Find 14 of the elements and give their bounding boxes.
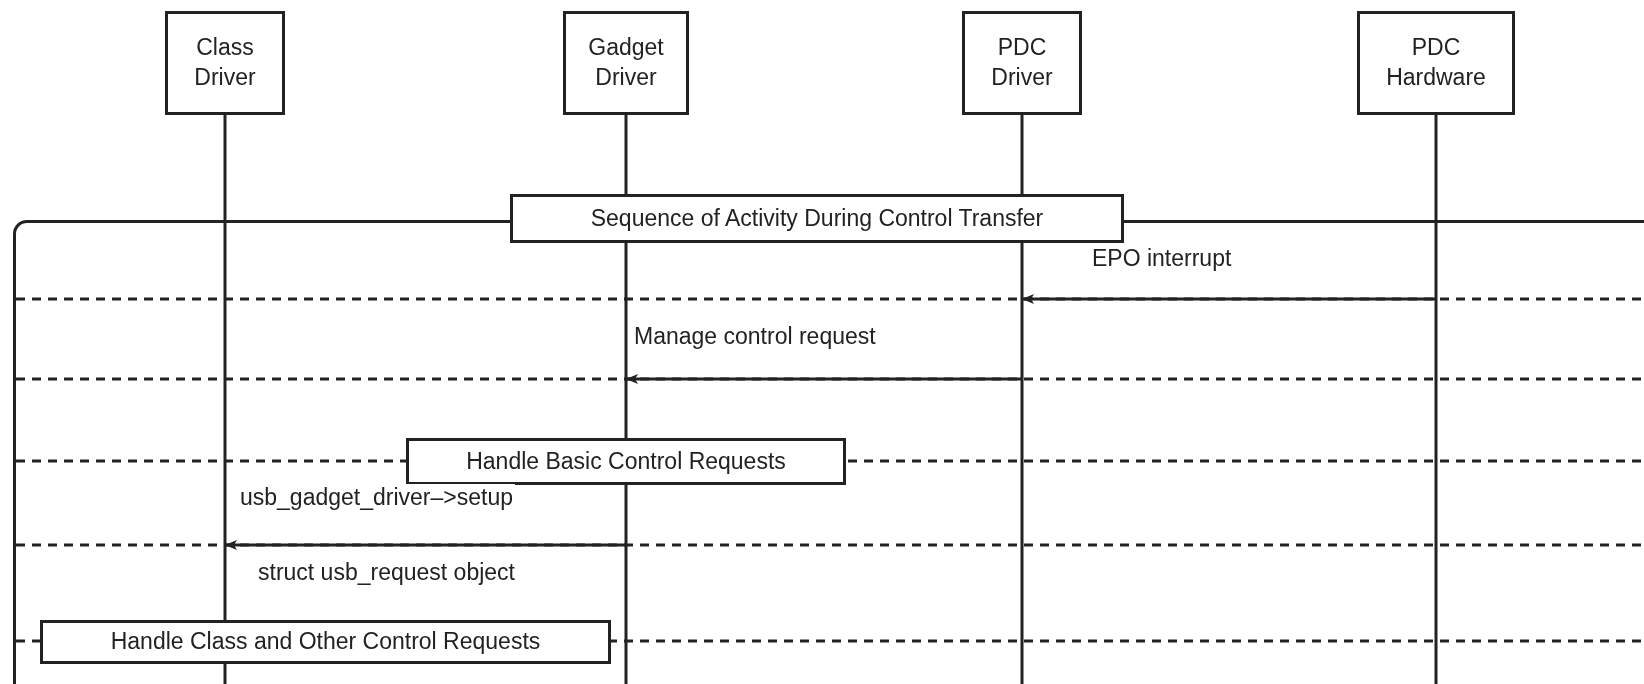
note-box: Handle Basic Control Requests	[406, 438, 846, 485]
message-label: struct usb_request object	[256, 559, 517, 586]
participant-box: PDC Driver	[962, 11, 1082, 115]
participant-box: Gadget Driver	[563, 11, 689, 115]
message-arrow	[225, 540, 626, 550]
message-arrow	[626, 374, 1022, 384]
participant-box: PDC Hardware	[1357, 11, 1515, 115]
note-box: Handle Class and Other Control Requests	[40, 620, 611, 664]
participant-box: Class Driver	[165, 11, 285, 115]
message-arrow	[1022, 294, 1436, 304]
frame-title: Sequence of Activity During Control Transfer	[510, 194, 1124, 243]
message-label: Manage control request	[632, 323, 878, 350]
message-label: EPO interrupt	[1090, 245, 1234, 272]
message-label: usb_gadget_driver–>setup	[238, 484, 515, 511]
